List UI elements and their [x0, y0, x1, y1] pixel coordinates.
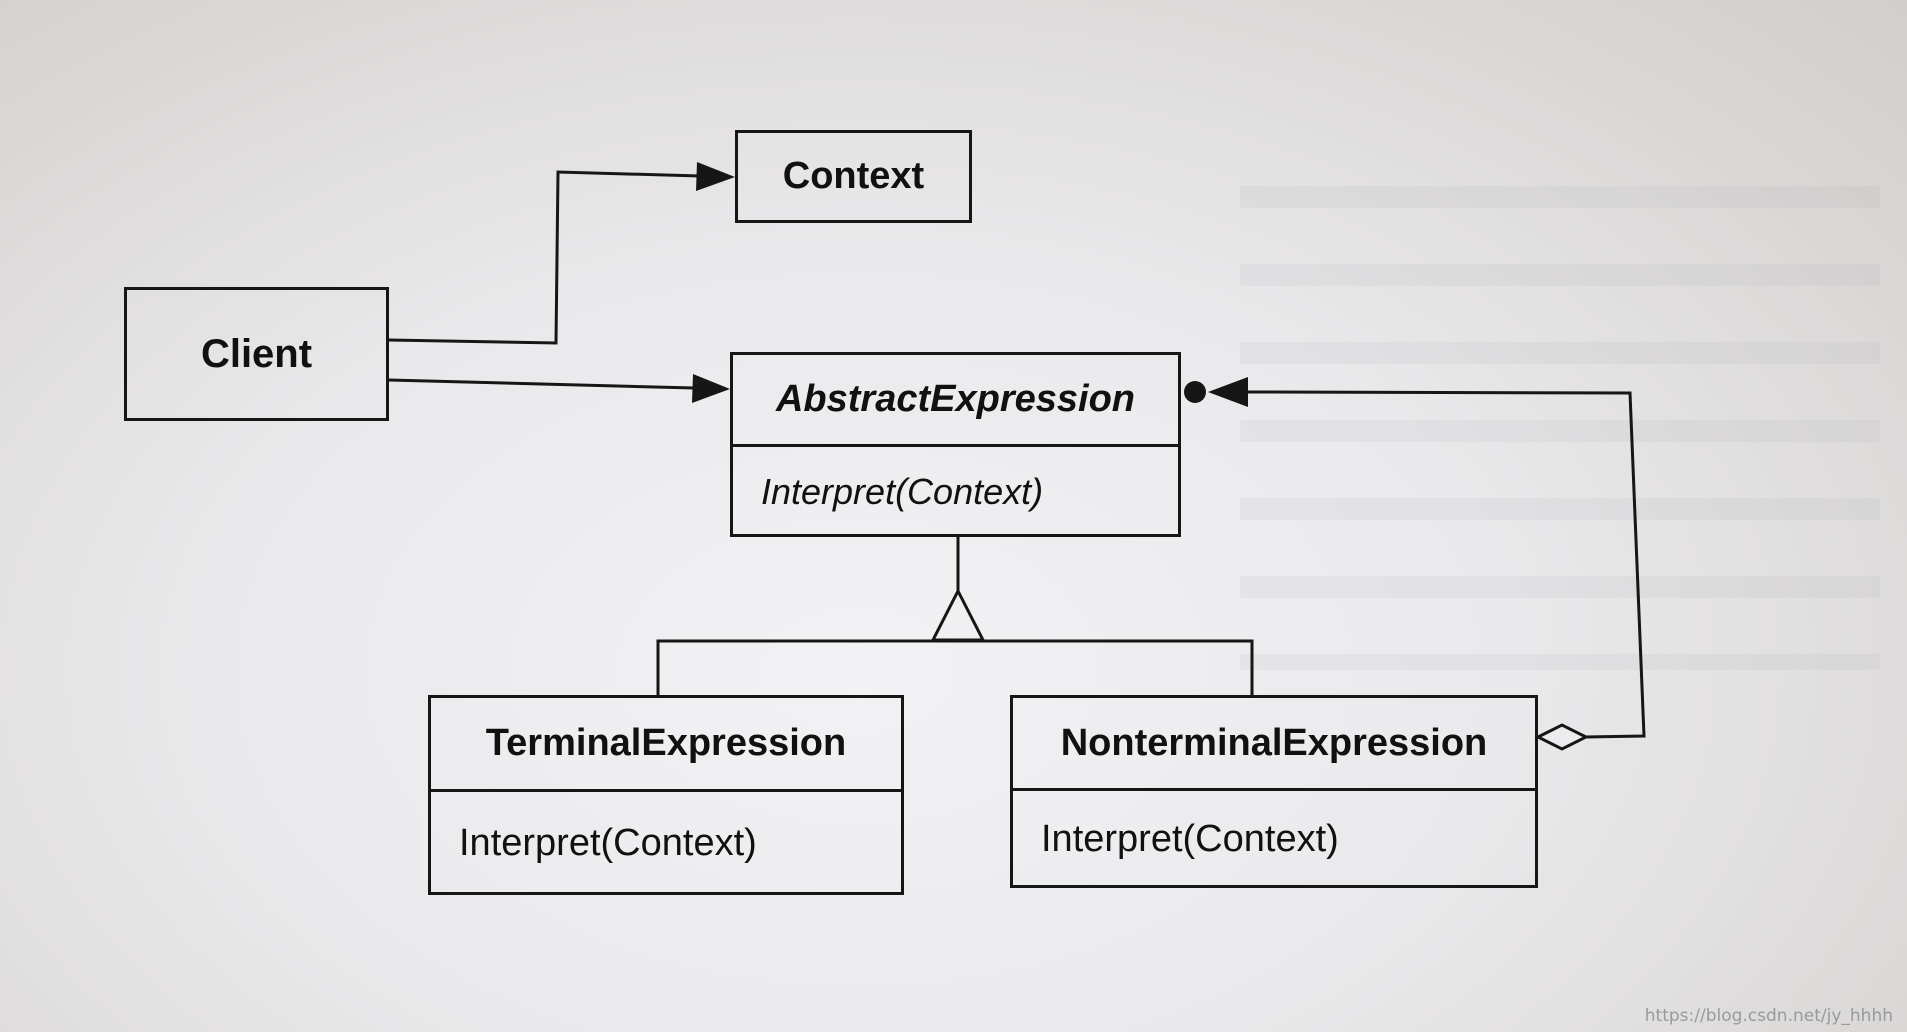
class-nonterminal-expression-name: NonterminalExpression [1060, 721, 1488, 764]
class-terminal-expression-operation: Interpret(Context) [459, 822, 757, 864]
client-abstract-arrowhead [692, 374, 730, 403]
client-context-association [388, 170, 701, 345]
class-abstract-expression-operation: Interpret(Context) [761, 471, 1044, 512]
aggregation-diamond [1534, 723, 1590, 751]
class-client-name: Client [200, 331, 313, 376]
class-divider [431, 789, 901, 792]
inheritance-tree [656, 639, 1254, 695]
class-divider [733, 444, 1178, 447]
aggregation-line [1247, 390, 1646, 739]
client-context-arrowhead [696, 162, 735, 191]
client-abstract-association [388, 378, 695, 390]
class-terminal-expression-name: TerminalExpression [485, 722, 847, 764]
multiplicity-dot [1184, 381, 1206, 403]
class-divider [1013, 788, 1535, 791]
class-nonterminal-expression-operation: Interpret(Context) [1041, 818, 1339, 860]
class-abstract-expression: AbstractExpression Interpret(Context) [730, 352, 1181, 537]
class-abstract-expression-name: AbstractExpression [775, 378, 1135, 420]
aggregation-arrowhead [1208, 377, 1248, 407]
class-context: Context [735, 130, 972, 223]
class-nonterminal-expression: NonterminalExpression Interpret(Context) [1010, 695, 1538, 888]
class-client: Client [124, 287, 389, 421]
inheritance-triangle [930, 587, 986, 642]
class-context-name: Context [782, 155, 925, 197]
class-terminal-expression: TerminalExpression Interpret(Context) [428, 695, 904, 895]
watermark-text: https://blog.csdn.net/jy_hhhh [1644, 1006, 1893, 1026]
